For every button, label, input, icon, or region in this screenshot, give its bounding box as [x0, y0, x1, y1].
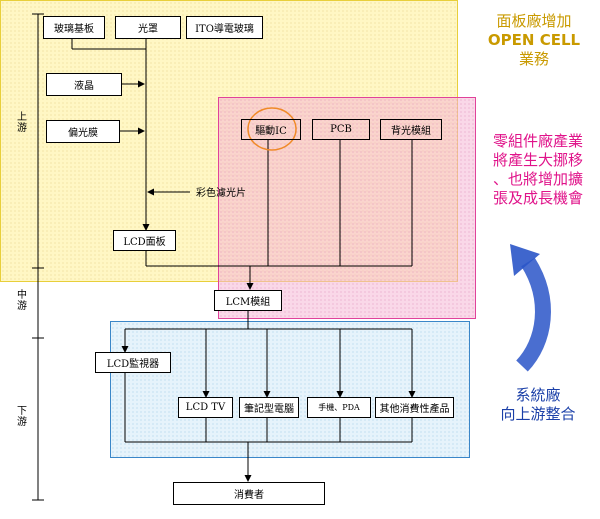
note-system: 系統廠 向上游整合: [478, 386, 598, 424]
stage-midstream: 中游: [17, 290, 27, 312]
box-lcd-panel: LCD面板: [113, 230, 176, 251]
box-color-resist: 光罩: [115, 16, 181, 39]
box-lcd-monitor: LCD監視器: [95, 352, 171, 373]
note-system-line2: 向上游整合: [500, 405, 576, 423]
note-components-line2: 將產生大挪移: [492, 151, 583, 169]
box-glass-substrate: 玻璃基板: [43, 16, 105, 39]
box-liquid-crystal: 液晶: [46, 73, 122, 96]
note-components-line3: 、也將增加擴: [492, 170, 583, 188]
box-driver-ic: 驅動IC: [241, 119, 301, 140]
box-other-consumer: 其他消費性產品: [375, 397, 454, 418]
downstream-region: [110, 321, 470, 458]
box-pcb: PCB: [312, 119, 370, 140]
note-system-line1: 系統廠: [515, 386, 561, 404]
open-cell-region: [218, 97, 476, 319]
stage-downstream: 下游: [17, 406, 27, 428]
box-polarizer: 偏光膜: [46, 120, 120, 143]
curved-arrow-head-icon: [510, 244, 540, 276]
note-open-cell-line2: OPEN CELL: [487, 31, 581, 49]
note-open-cell-line3: 業務: [518, 50, 549, 68]
note-open-cell: 面板廠增加 OPEN CELL 業務: [470, 12, 598, 69]
driver-ic-highlight: [247, 107, 297, 151]
box-lcm-module: LCM模組: [214, 290, 282, 311]
note-components-line4: 張及成長機會: [492, 189, 583, 207]
box-lcd-tv: LCD TV: [178, 397, 233, 418]
note-open-cell-line1: 面板廠增加: [496, 12, 572, 30]
curved-arrow-icon: [515, 257, 551, 372]
note-components: 零組件廠產業 將產生大挪移 、也將增加擴 張及成長機會: [476, 132, 600, 208]
box-notebook: 筆記型電腦: [239, 397, 299, 418]
box-consumer: 消費者: [173, 482, 325, 505]
box-color-filter: 彩色濾光片: [196, 188, 246, 199]
stage-upstream: 上游: [17, 112, 27, 134]
box-backlight: 背光模組: [380, 119, 442, 140]
box-ito-glass: ITO導電玻璃: [186, 16, 263, 39]
note-components-line1: 零組件廠產業: [492, 132, 583, 150]
box-phone-pda: 手機、PDA: [307, 397, 371, 418]
